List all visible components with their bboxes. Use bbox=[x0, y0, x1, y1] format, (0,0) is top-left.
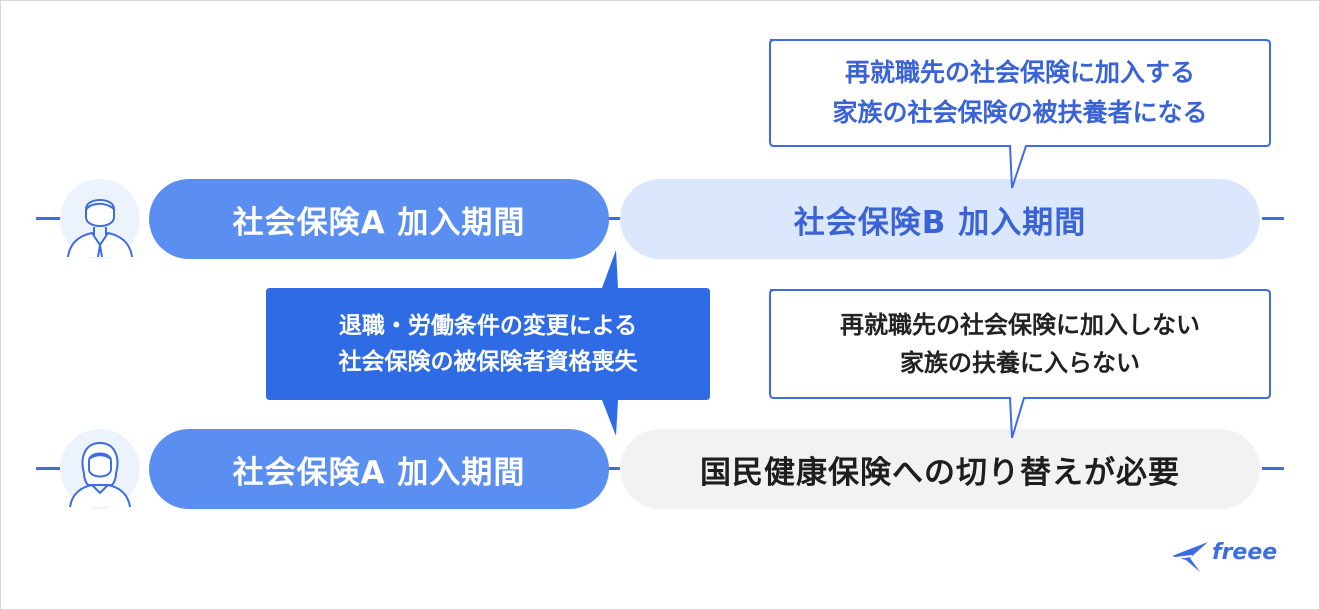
row2-timeline-left bbox=[36, 467, 66, 470]
male-person-icon bbox=[60, 179, 140, 259]
callout-bottom-bubble bbox=[769, 289, 1271, 439]
row2-national-health-label: 国民健康保険への切り替えが必要 bbox=[700, 454, 1180, 491]
row1-insurance-b-pill: 社会保険B 加入期間 bbox=[620, 179, 1260, 259]
bird-logo-icon bbox=[1172, 542, 1208, 572]
row2-insurance-a-pill: 社会保険A 加入期間 bbox=[149, 429, 609, 509]
female-person-icon bbox=[60, 429, 140, 509]
callout-middle-line2: 社会保険の被保険者資格喪失 bbox=[338, 349, 638, 375]
row1-timeline-right bbox=[1262, 217, 1284, 220]
row1-insurance-a-pill: 社会保険A 加入期間 bbox=[149, 179, 609, 259]
row1-timeline-left bbox=[36, 217, 66, 220]
row1-insurance-a-label: 社会保険A 加入期間 bbox=[232, 204, 526, 241]
row2-timeline-mid bbox=[606, 467, 624, 470]
callout-top-text: 再就職先の社会保険に加入する 家族の社会保険の被扶養者になる bbox=[770, 40, 1270, 146]
callout-bottom-line1: 再就職先の社会保険に加入しない bbox=[840, 311, 1200, 339]
callout-middle-line1: 退職・労働条件の変更による bbox=[338, 313, 638, 339]
callout-bottom-text: 再就職先の社会保険に加入しない 家族の扶養に入らない bbox=[770, 290, 1270, 398]
row1-timeline-mid bbox=[606, 217, 624, 220]
row2-national-health-pill: 国民健康保険への切り替えが必要 bbox=[620, 429, 1260, 509]
freee-logo-text: freee bbox=[1212, 540, 1278, 565]
callout-middle-text: 退職・労働条件の変更による 社会保険の被保険者資格喪失 bbox=[266, 288, 710, 400]
callout-top-line1: 再就職先の社会保険に加入する bbox=[844, 58, 1195, 87]
row1-insurance-b-label: 社会保険B 加入期間 bbox=[793, 204, 1087, 241]
callout-bottom-line2: 家族の扶養に入らない bbox=[900, 349, 1140, 377]
callout-top-bubble bbox=[769, 39, 1271, 189]
callout-top-line2: 家族の社会保険の被扶養者になる bbox=[832, 98, 1208, 127]
row2-timeline-right bbox=[1262, 467, 1284, 470]
row2-insurance-a-label: 社会保険A 加入期間 bbox=[232, 454, 526, 491]
callout-middle-bubble bbox=[266, 250, 710, 436]
